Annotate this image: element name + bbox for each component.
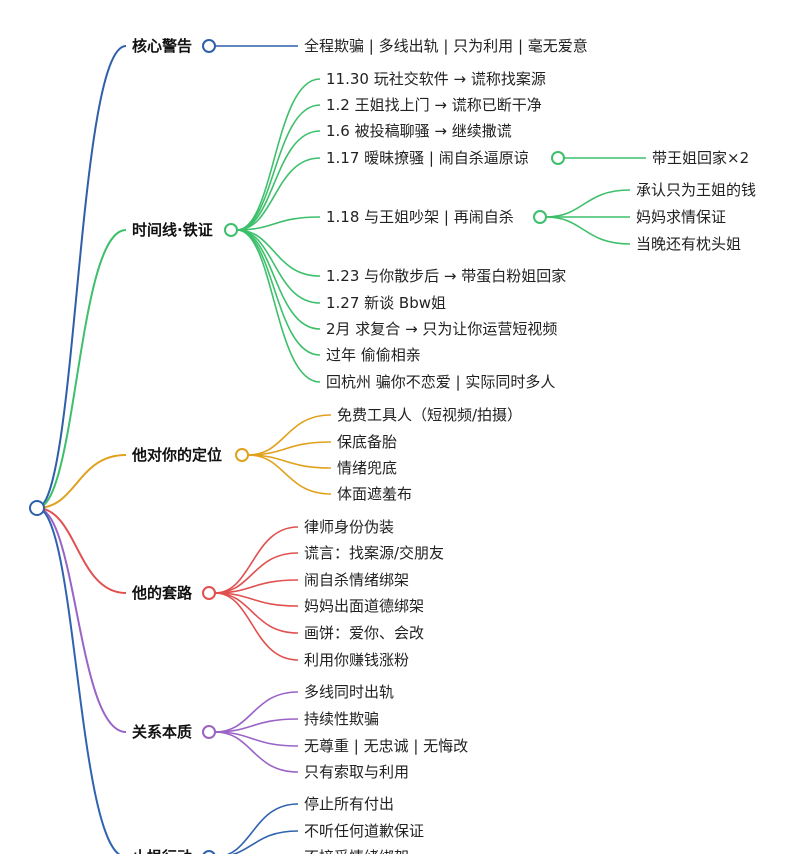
leaf-node: 情绪兜底 — [337, 459, 397, 477]
leaf-node: 闹自杀情绪绑架 — [304, 571, 409, 589]
branch-connector — [36, 507, 127, 733]
leaf-node: 不听任何道歉保证 — [304, 822, 424, 840]
leaf-node: 1.23 与你散步后 → 带蛋白粉姐回家 — [326, 267, 566, 285]
branch-connector — [36, 507, 127, 594]
root-node-icon[interactable] — [29, 500, 45, 516]
child-connector — [247, 454, 332, 495]
leaf-node: 体面遮羞布 — [337, 485, 412, 503]
leaf-node: 保底备胎 — [337, 433, 397, 451]
leaf-node: 2月 求复合 → 只为让你运营短视频 — [326, 320, 557, 338]
leaf-node: 妈妈出面道德绑架 — [304, 597, 424, 615]
child-connector — [247, 414, 332, 456]
subchild-connector — [545, 189, 631, 218]
branch-label: 他的套路 — [131, 584, 193, 602]
branch-toggle-icon[interactable] — [202, 39, 216, 53]
connector-lines — [36, 45, 646, 854]
leaf-node: 1.2 王姐找上门 → 谎称已断干净 — [326, 96, 542, 114]
child-connector — [236, 130, 321, 231]
child-connector — [236, 157, 321, 231]
leaf-node: 无尊重 | 无忠诚 | 无悔改 — [304, 737, 468, 755]
branch-label: 止损行动 — [132, 848, 192, 854]
leaf-node: 多线同时出轨 — [304, 683, 394, 701]
child-connector — [214, 526, 299, 594]
subchild-connector — [545, 216, 631, 245]
leaf-node: 不接受情绪绑架 — [304, 848, 409, 854]
leaf-node: 免费工具人（短视频/拍摄） — [337, 406, 522, 424]
branch-connector — [36, 454, 127, 509]
sub-leaf-node: 当晚还有枕头姐 — [636, 235, 741, 253]
child-connector — [214, 691, 299, 733]
leaf-node: 1.18 与王姐吵架 | 再闹自杀 — [326, 208, 514, 226]
child-connector — [236, 216, 321, 231]
child-connector — [226, 803, 299, 854]
leaf-node: 利用你赚钱涨粉 — [304, 651, 409, 669]
branch-toggle-icon[interactable] — [202, 725, 216, 739]
sub-leaf-node: 承认只为王姐的钱 — [636, 181, 756, 199]
leaf-node: 律师身份伪装 — [304, 518, 394, 536]
branch-connector — [36, 507, 121, 854]
branch-label: 时间线·铁证 — [132, 221, 213, 239]
child-connector — [236, 229, 321, 383]
leaf-node: 回杭州 骗你不恋爱 | 实际同时多人 — [326, 373, 555, 391]
leaf-node: 11.30 玩社交软件 → 谎称找案源 — [326, 70, 546, 88]
leaf-node: 只有索取与利用 — [304, 763, 409, 781]
branch-label: 关系本质 — [132, 723, 192, 741]
leaf-node: 过年 偷偷相亲 — [326, 346, 421, 364]
child-connector — [236, 78, 321, 231]
leaf-node: 持续性欺骗 — [304, 710, 379, 728]
child-connector — [214, 552, 299, 594]
sub-leaf-node: 妈妈求情保证 — [636, 208, 726, 226]
child-connector — [231, 830, 299, 854]
child-connector — [214, 592, 299, 661]
leaf-node: 1.27 新谈 Bbw姐 — [326, 294, 446, 312]
branch-connector — [36, 45, 127, 509]
child-connector — [236, 229, 321, 304]
child-connector — [236, 229, 321, 356]
child-connector — [214, 731, 299, 773]
leaf-node: 1.6 被投稿聊骚 → 继续撒谎 — [326, 122, 512, 140]
leaf-node: 谎言：找案源/交朋友 — [304, 544, 444, 562]
branch-toggle-icon[interactable] — [235, 448, 249, 462]
branch-toggle-icon[interactable] — [224, 223, 238, 237]
branch-connector — [36, 229, 127, 509]
leaf-node: 1.17 暧昧撩骚 | 闹自杀逼原谅 — [326, 149, 529, 167]
subnode-toggle-icon[interactable] — [533, 210, 547, 224]
branch-toggle-icon[interactable] — [202, 850, 216, 854]
child-connector — [236, 104, 321, 231]
subnode-toggle-icon[interactable] — [551, 151, 565, 165]
child-connector — [214, 592, 299, 634]
leaf-node: 停止所有付出 — [304, 795, 394, 813]
branch-label: 他对你的定位 — [131, 446, 222, 464]
branch-label: 核心警告 — [132, 37, 192, 55]
sub-leaf-node: 带王姐回家×2 — [652, 149, 749, 167]
branch-toggle-icon[interactable] — [202, 586, 216, 600]
leaf-node: 画饼：爱你、会改 — [304, 624, 424, 642]
leaf-node: 全程欺骗 | 多线出轨 | 只为利用 | 毫无爱意 — [304, 37, 588, 55]
